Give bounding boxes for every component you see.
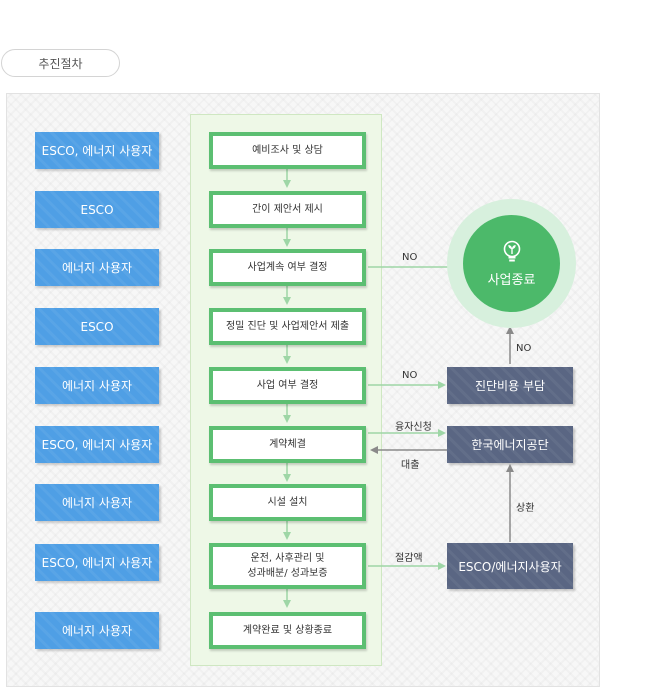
tab-process[interactable]: 추진절차: [1, 49, 120, 77]
esco-user-box: ESCO/에너지사용자: [447, 543, 573, 589]
cost-burden-box: 진단비용 부담: [447, 367, 573, 404]
step-box: 시설 설치: [209, 484, 366, 521]
lightbulb-sprout-icon: [503, 240, 520, 262]
step-label-line: 성과배분/ 성과보증: [247, 568, 328, 579]
edge-label-loan-apply: 융자신청: [395, 422, 432, 433]
step-box: 예비조사 및 상담: [209, 132, 366, 169]
edge-label-savings: 절감액: [395, 553, 423, 564]
actor-box: ESCO: [35, 191, 159, 228]
step-label-line: 운전, 사후관리 및: [250, 553, 325, 564]
step-box: 간이 제안서 제시: [209, 191, 366, 228]
step-box: 계약체결: [209, 426, 366, 463]
actor-box: 에너지 사용자: [35, 484, 159, 521]
edge-label-loan: 대출: [401, 460, 420, 471]
step-box: 정밀 진단 및 사업제안서 제출: [209, 308, 366, 345]
actor-box: ESCO, 에너지 사용자: [35, 544, 159, 581]
actor-box: 에너지 사용자: [35, 249, 159, 286]
actor-box: 에너지 사용자: [35, 367, 159, 404]
actor-box: 에너지 사용자: [35, 612, 159, 649]
actor-box: ESCO: [35, 308, 159, 345]
edge-label-no: NO: [516, 343, 532, 354]
actor-box: ESCO, 에너지 사용자: [35, 426, 159, 463]
edge-label-no: NO: [402, 252, 418, 263]
agency-box: 한국에너지공단: [447, 426, 573, 463]
edge-label-no: NO: [402, 370, 418, 381]
edge-label-repay: 상환: [516, 503, 535, 514]
step-box: 사업 여부 결정: [209, 367, 366, 404]
step-box: 계약완료 및 상황종료: [209, 612, 366, 649]
end-label: 사업종료: [487, 273, 536, 288]
end-circle: 사업종료: [463, 215, 560, 312]
step-box: 운전, 사후관리 및 성과배분/ 성과보증: [209, 543, 366, 589]
step-box: 사업계속 여부 결정: [209, 249, 366, 286]
actor-box: ESCO, 에너지 사용자: [35, 132, 159, 169]
